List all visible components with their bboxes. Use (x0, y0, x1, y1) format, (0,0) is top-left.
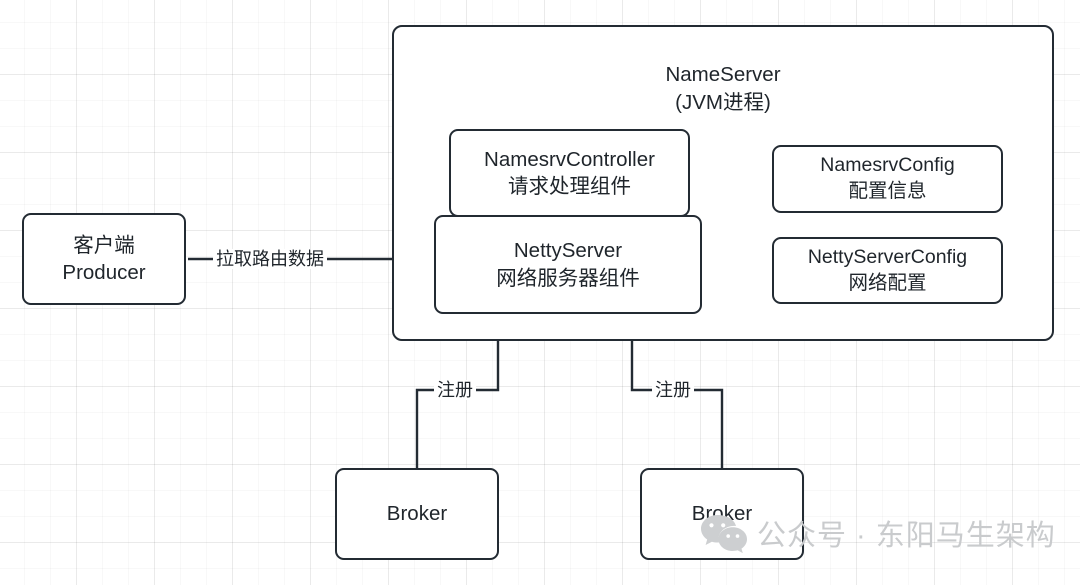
namesrv-config-line1: NamesrvConfig (820, 154, 955, 177)
wechat-icon (701, 515, 747, 553)
node-client-producer[interactable]: 客户端 Producer (22, 213, 186, 305)
nameserver-title-line1: NameServer (665, 63, 781, 86)
node-namesrv-controller[interactable]: NamesrvController 请求处理组件 (449, 129, 690, 217)
edge-label-register-right: 注册 (652, 380, 694, 400)
client-producer-line1: 客户端 (73, 233, 135, 257)
nameserver-title: NameServer (JVM进程) (665, 61, 780, 118)
watermark: 公众号 · 东阳马生架构 (700, 512, 1056, 554)
netty-server-config-line1: NettyServerConfig (807, 245, 968, 268)
node-netty-server-config[interactable]: NettyServerConfig 网络配置 (772, 237, 1003, 304)
namesrv-controller-line2: 请求处理组件 (508, 175, 631, 198)
nameserver-title-line2: (JVM进程) (675, 91, 771, 115)
broker-left-label: Broker (386, 502, 448, 526)
netty-server-config-line2: 网络配置 (848, 271, 927, 294)
namesrv-controller-line1: NamesrvController (484, 147, 655, 171)
client-producer-line2: Producer (62, 261, 146, 284)
netty-server-line2: 网络服务器组件 (496, 266, 640, 290)
namesrv-config-line2: 配置信息 (848, 180, 927, 202)
node-namesrv-config[interactable]: NamesrvConfig 配置信息 (772, 145, 1003, 213)
edge-label-pull-route-data: 拉取路由数据 (213, 249, 327, 269)
node-netty-server[interactable]: NettyServer 网络服务器组件 (434, 215, 702, 314)
netty-server-line1: NettyServer (513, 239, 623, 263)
watermark-text: 公众号 · 东阳马生架构 (757, 520, 1056, 552)
edge-label-register-left: 注册 (434, 380, 476, 400)
node-broker-left[interactable]: Broker (335, 468, 499, 560)
